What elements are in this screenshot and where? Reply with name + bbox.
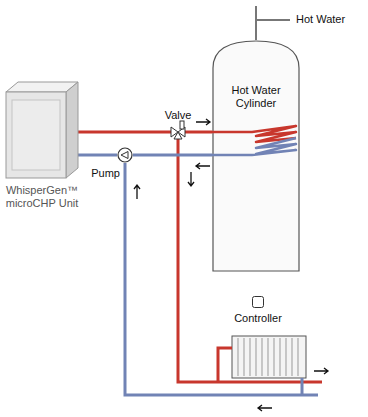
chp-unit-box	[6, 82, 78, 178]
flow-arrow	[258, 405, 272, 411]
controller-label: Controller	[234, 312, 282, 325]
unit-front	[6, 92, 66, 178]
controller-body	[253, 297, 264, 308]
radiator	[232, 336, 306, 378]
pipe-connector	[185, 131, 212, 134]
valve-symbol	[171, 125, 185, 139]
cylinder-body	[213, 41, 299, 271]
flow-arrow	[134, 185, 140, 199]
chp-unit: WhisperGen™ microCHP Unit	[6, 82, 78, 178]
hot-water-cylinder: Hot Water Cylinder	[212, 40, 300, 272]
coil-return	[212, 138, 296, 155]
pump: Pump	[117, 147, 133, 163]
pipe-connector	[78, 131, 171, 134]
radiator-feed-pipe	[218, 348, 232, 382]
hot-water-pipe	[256, 6, 290, 40]
pump-circle	[118, 148, 132, 162]
controller: Controller	[252, 296, 264, 308]
pump-triangle	[121, 152, 128, 159]
chp-unit-label: WhisperGen™ microCHP Unit	[0, 184, 87, 210]
coil-flow	[212, 126, 296, 142]
hot-water-cylinder-label: Hot Water Cylinder	[212, 84, 300, 110]
flow-arrow	[314, 368, 328, 374]
unit-panel	[12, 100, 60, 170]
pipe-connector	[133, 154, 212, 157]
pipe-connector	[78, 154, 117, 157]
flow-arrow	[196, 163, 210, 169]
flow-arrow	[188, 172, 194, 186]
unit-side	[66, 82, 78, 178]
radiator-fins	[238, 338, 298, 376]
cylinder-outline	[212, 40, 300, 272]
valve-body	[174, 132, 182, 139]
hot-water-pipe	[256, 6, 290, 40]
valve-label: Valve	[165, 109, 192, 122]
pump-label: Pump	[91, 167, 120, 180]
controller-icon	[252, 296, 264, 308]
valve: Valve	[171, 125, 185, 139]
flow-arrow	[196, 119, 210, 125]
pump-symbol	[117, 147, 133, 163]
valve-actuator	[180, 121, 184, 129]
radiator-body	[232, 336, 306, 378]
hot-water-label: Hot Water	[296, 13, 345, 26]
radiator-return-pipe	[301, 378, 304, 395]
